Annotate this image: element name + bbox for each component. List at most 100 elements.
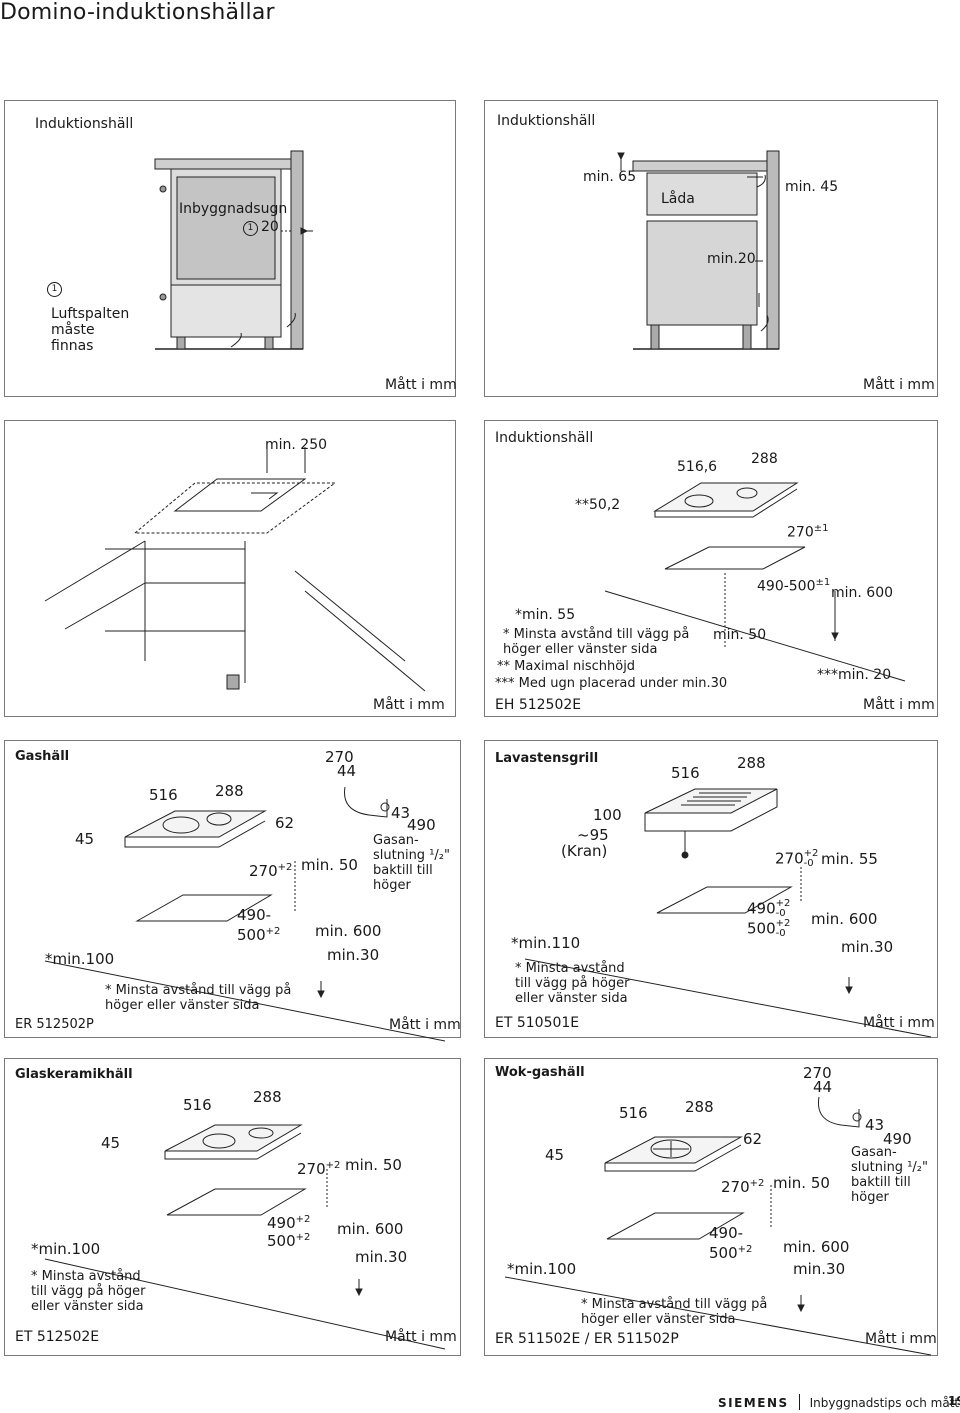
footer-divider bbox=[798, 1394, 800, 1410]
countertop bbox=[632, 160, 768, 172]
tap-label: (Kran) bbox=[561, 842, 608, 860]
oven-label: Inbyggnadsugn bbox=[179, 201, 288, 217]
detail-490: 490 bbox=[407, 816, 436, 834]
gas-connection-note: Gasan- slutning ¹/₂" baktill till höger bbox=[851, 1145, 928, 1205]
cutout-perspective-drawing bbox=[44, 447, 426, 692]
panel-heading: Induktionshäll bbox=[35, 116, 134, 132]
drawer-box bbox=[646, 172, 758, 216]
vent-marker-icon: 1 bbox=[243, 221, 258, 236]
cutout bbox=[135, 894, 273, 922]
note-marker-icon: 1 bbox=[47, 282, 62, 297]
dim-62: 62 bbox=[275, 814, 295, 832]
dim-490: 490- bbox=[237, 906, 272, 924]
dim-270: 270+2 bbox=[249, 862, 293, 880]
min600-label: min. 600 bbox=[783, 1238, 850, 1256]
panel-lava-stone-grill: Lavastensgrill 516 288 100 ~95 (Kran) 27… bbox=[484, 740, 938, 1038]
min30-label: min.30 bbox=[327, 946, 380, 964]
hob-top bbox=[124, 810, 267, 838]
footer-text: Inbyggnadstips och måttskisser bbox=[809, 1396, 960, 1410]
hob-top bbox=[653, 482, 799, 512]
dim-50-2: **50,2 bbox=[575, 497, 621, 513]
wall bbox=[290, 150, 304, 350]
gas-detail bbox=[344, 786, 388, 818]
min600-label: min. 600 bbox=[337, 1220, 404, 1238]
min600-label: min. 600 bbox=[811, 910, 878, 928]
model-label: ET 510501E bbox=[495, 1015, 580, 1031]
model-label: EH 512502E bbox=[495, 697, 582, 713]
dim-490: 490+2 bbox=[267, 1214, 311, 1232]
min55-label: *min. 55 bbox=[515, 607, 576, 623]
plinth-left bbox=[176, 336, 186, 350]
panel-heading: Gashäll bbox=[15, 749, 70, 764]
dim-270: 270+2 bbox=[297, 1160, 341, 1178]
cutout bbox=[606, 1212, 745, 1240]
detail-44: 44 bbox=[337, 762, 357, 780]
unit-label: Mått i mm bbox=[863, 377, 935, 393]
panel-induction-cutout-perspective: min. 250 Mått i mm bbox=[4, 420, 456, 717]
airgap-note: Luftspalten måste finnas bbox=[51, 306, 130, 354]
min30-label: min.30 bbox=[355, 1248, 408, 1266]
panel-ceramic-hob: Glaskeramikhäll 516 288 45 270+2 min. 50… bbox=[4, 1058, 461, 1356]
min20-label: ***min. 20 bbox=[817, 667, 892, 683]
unit-label: Mått i mm bbox=[863, 1015, 935, 1031]
dim-288: 288 bbox=[685, 1098, 714, 1116]
countertop bbox=[154, 158, 292, 170]
detail-44: 44 bbox=[813, 1078, 833, 1096]
min600-label: min. 600 bbox=[315, 922, 382, 940]
min55-label: min. 55 bbox=[821, 850, 878, 868]
dim-45: 45 bbox=[75, 830, 95, 848]
dim-288: 288 bbox=[751, 451, 778, 467]
unit-label: Mått i mm bbox=[389, 1017, 461, 1033]
dim-490: 490- bbox=[709, 1224, 744, 1242]
dim-95: ~95 bbox=[577, 826, 609, 844]
min600-label: min. 600 bbox=[831, 585, 894, 601]
note-min-distance: * Minsta avstånd till vägg på höger elle… bbox=[31, 1269, 146, 1314]
drawer-label: Låda bbox=[661, 191, 695, 207]
min20-label: min.20 bbox=[707, 251, 756, 267]
oven-cabinet-drawing bbox=[154, 150, 313, 350]
note-marker: 1 bbox=[47, 281, 65, 297]
gas-hob-drawing bbox=[44, 786, 446, 1042]
min30-label: min.30 bbox=[793, 1260, 846, 1278]
page-number: 19 bbox=[948, 1394, 960, 1408]
panel-heading: Wok-gashäll bbox=[495, 1065, 585, 1080]
dim-516: 516 bbox=[619, 1104, 648, 1122]
panel-heading: Induktionshäll bbox=[495, 430, 594, 446]
model-label: ER 511502E / ER 511502P bbox=[495, 1331, 679, 1347]
note-min-distance: * Minsta avstånd till vägg på höger elle… bbox=[581, 1297, 768, 1327]
cabinet-body bbox=[646, 220, 758, 326]
min65-label: min. 65 bbox=[583, 169, 637, 185]
cutout bbox=[166, 1188, 307, 1216]
wok-hob-drawing bbox=[504, 1096, 932, 1356]
dim-62: 62 bbox=[743, 1130, 763, 1148]
dim-288: 288 bbox=[253, 1088, 282, 1106]
detail-270: 270 bbox=[325, 748, 354, 766]
dim-500: 500+2 bbox=[237, 926, 281, 944]
dim-490-500: 490-500±1 bbox=[757, 577, 831, 595]
min100-label: *min.100 bbox=[45, 950, 115, 968]
detail-490: 490 bbox=[883, 1130, 912, 1148]
induction-cutout-drawing bbox=[604, 482, 906, 682]
dim-516: 516 bbox=[671, 764, 700, 782]
note-min-distance: * Minsta avstånd till vägg på höger elle… bbox=[515, 961, 630, 1006]
panel-heading: Induktionshäll bbox=[497, 113, 596, 129]
ceramic-hob-drawing bbox=[44, 1124, 446, 1350]
dim-45: 45 bbox=[545, 1146, 565, 1164]
dim-490: 490+2-0 bbox=[747, 898, 791, 919]
detail-270: 270 bbox=[803, 1064, 832, 1082]
dim-500: 500+2-0 bbox=[747, 918, 791, 939]
min100-label: *min.100 bbox=[31, 1240, 101, 1258]
unit-label: Mått i mm bbox=[385, 1329, 457, 1345]
min45-label: min. 45 bbox=[785, 179, 839, 195]
min110-label: *min.110 bbox=[511, 934, 581, 952]
gas-connection-note: Gasan- slutning ¹/₂" baktill till höger bbox=[373, 833, 450, 893]
dim-270: 270+2 bbox=[721, 1178, 765, 1196]
panel-heading: Glaskeramikhäll bbox=[15, 1067, 133, 1082]
min50-label: min. 50 bbox=[773, 1174, 830, 1192]
panel-induction-drawer: Induktionshäll min. 65 Låda min. 45 min.… bbox=[484, 100, 938, 397]
cutout bbox=[656, 886, 793, 914]
min30-label: min.30 bbox=[841, 938, 894, 956]
note-oven-below: *** Med ugn placerad under min.30 bbox=[495, 676, 728, 691]
